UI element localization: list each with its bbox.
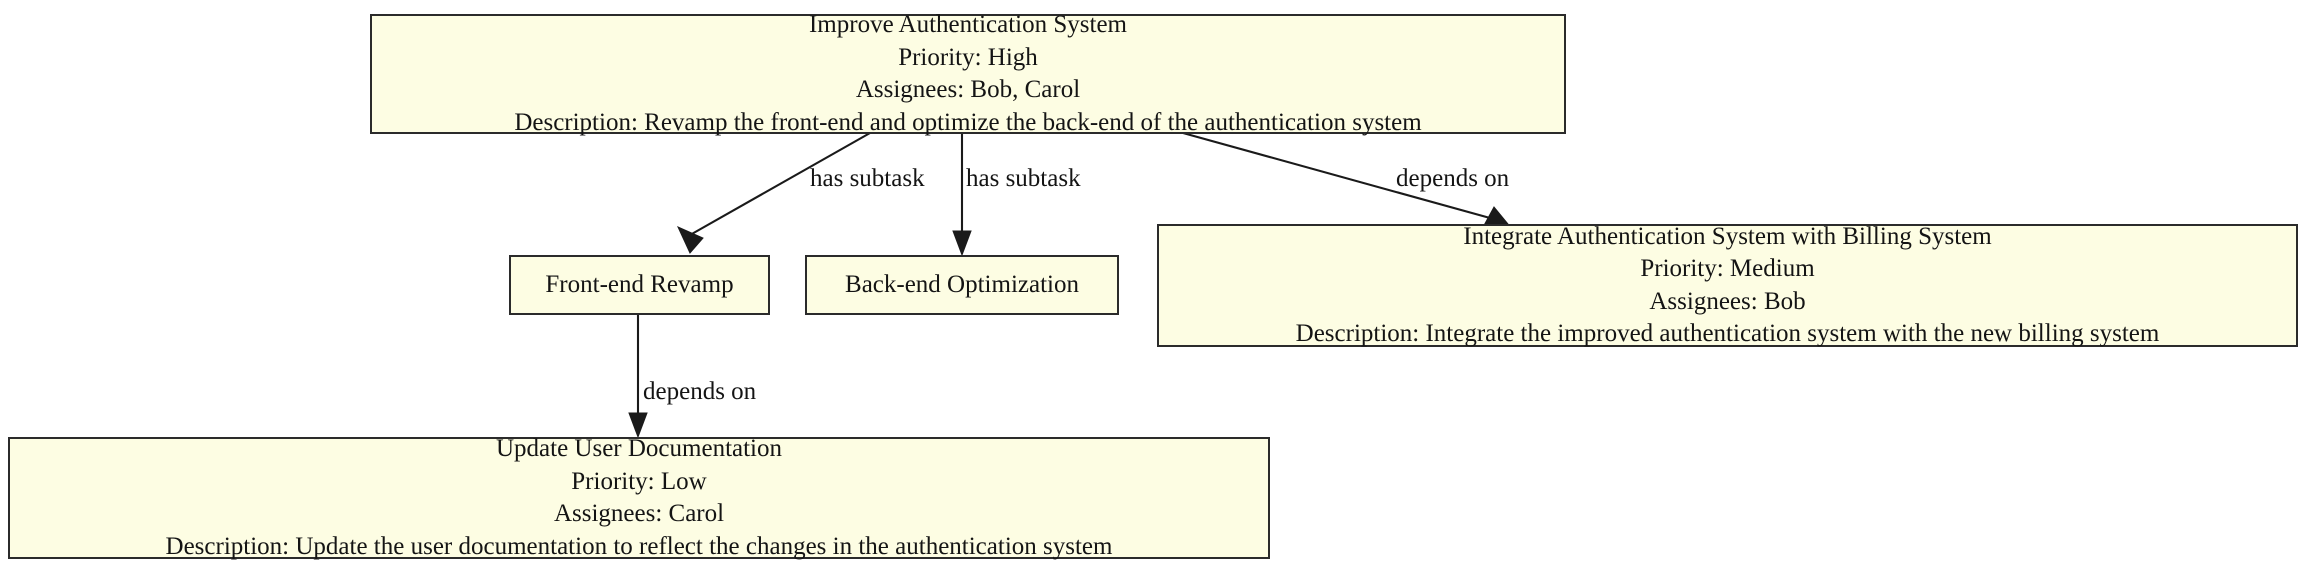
- node-integrate-priority: Priority: Medium: [1640, 255, 1815, 282]
- edge-label-has-subtask-backend: has subtask: [966, 165, 1081, 192]
- edge-improve-to-frontend-line[interactable]: [689, 132, 871, 236]
- node-update-user-documentation[interactable]: Update User Documentation Priority: Low …: [8, 435, 1270, 560]
- node-update-docs-assignees: Assignees: Carol: [553, 500, 725, 527]
- node-front-end-revamp[interactable]: Front-end Revamp: [509, 255, 770, 315]
- edge-label-depends-on-integrate: depends on: [1396, 165, 1510, 192]
- node-update-docs-description: Description: Update the user documentati…: [165, 532, 1113, 560]
- edge-frontend-to-docs[interactable]: [628, 315, 648, 439]
- node-improve-priority: Priority: High: [898, 43, 1038, 71]
- node-integrate-title: Integrate Authentication System with Bil…: [1463, 222, 1992, 250]
- node-back-end-optimization-title: Back-end Optimization: [845, 270, 1079, 298]
- edge-improve-to-frontend[interactable]: [676, 132, 871, 254]
- node-integrate-assignees: Assignees: Bob: [1649, 287, 1806, 315]
- edge-label-has-subtask-frontend: has subtask: [810, 165, 925, 192]
- node-update-docs-title: Update User Documentation: [495, 435, 783, 462]
- node-update-docs-priority: Priority: Low: [571, 467, 707, 495]
- node-improve-description: Description: Revamp the front-end and op…: [514, 108, 1422, 136]
- edge-improve-to-backend[interactable]: [952, 133, 972, 257]
- node-front-end-revamp-title: Front-end Revamp: [545, 270, 734, 298]
- node-back-end-optimization[interactable]: Back-end Optimization: [805, 255, 1119, 315]
- node-improve-assignees: Assignees: Bob, Carol: [855, 76, 1081, 103]
- edge-improve-to-integrate-line[interactable]: [1182, 131, 1491, 220]
- node-improve-title: Improve Authentication System: [808, 11, 1127, 38]
- node-integrate-authentication-billing[interactable]: Integrate Authentication System with Bil…: [1157, 222, 2298, 347]
- node-integrate-description: Description: Integrate the improved auth…: [1295, 320, 2160, 347]
- edge-label-depends-on-docs: depends on: [643, 378, 757, 405]
- node-improve-authentication-system[interactable]: Improve Authentication System Priority: …: [370, 11, 1566, 136]
